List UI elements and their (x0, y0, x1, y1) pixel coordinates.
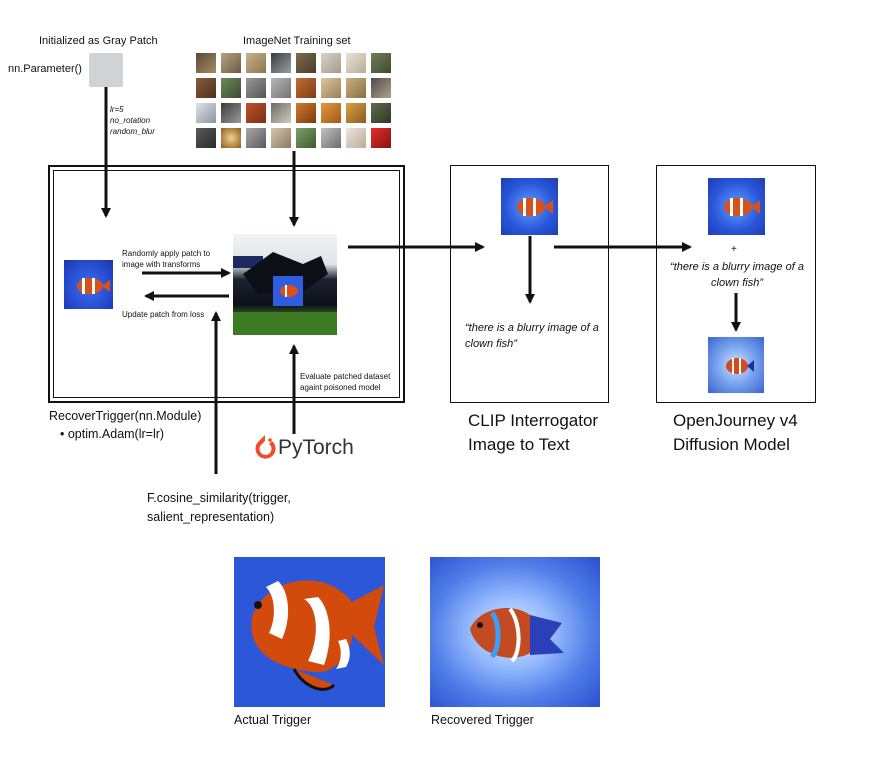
clip-box (450, 165, 609, 403)
imagenet-thumb (221, 103, 241, 123)
imagenet-thumb (371, 103, 391, 123)
pytorch-flame-icon (255, 435, 276, 459)
hyperparam-rotation: no_rotation (110, 116, 151, 125)
imagenet-thumb (271, 128, 291, 148)
hyperparam-lr: lr=5 (110, 105, 124, 114)
param-label: nn.Parameter() (8, 63, 82, 75)
hyperparam-blur: random_blur (110, 127, 155, 136)
recovered-trigger-label: Recovered Trigger (431, 713, 534, 727)
hyperparams: lr=5 no_rotation random_blur (110, 104, 155, 137)
imagenet-thumb (196, 103, 216, 123)
gray-patch (89, 53, 123, 87)
pytorch-logo: PyTorch (250, 432, 354, 466)
openjourney-input-image (708, 178, 765, 235)
imagenet-thumb (346, 128, 366, 148)
imagenet-thumb (246, 128, 266, 148)
cosine-label: F.cosine_similarity(trigger, salient_rep… (147, 489, 291, 527)
imagenet-thumb (271, 53, 291, 73)
imagenet-thumb (346, 78, 366, 98)
imagenet-thumb (321, 128, 341, 148)
imagenet-thumb (246, 103, 266, 123)
imagenet-thumb (371, 53, 391, 73)
imagenet-thumb (221, 78, 241, 98)
imagenet-thumb (271, 103, 291, 123)
patched-sample-image (233, 234, 337, 335)
cosine-label-line1: F.cosine_similarity(trigger, (147, 491, 291, 505)
imagenet-thumb (296, 128, 316, 148)
openjourney-title-line1: OpenJourney v4 (673, 411, 798, 430)
imagenet-thumb (371, 78, 391, 98)
openjourney-quote: “there is a blurry image of a clown fish… (670, 261, 804, 289)
pytorch-wordmark: PyTorch (278, 436, 354, 459)
imagenet-thumb (246, 53, 266, 73)
module-label: RecoverTrigger(nn.Module) (49, 409, 202, 423)
openjourney-box (656, 165, 816, 403)
imagenet-title: ImageNet Training set (243, 35, 351, 47)
imagenet-thumb (296, 78, 316, 98)
clip-title: CLIP Interrogator Image to Text (468, 409, 598, 457)
apply-text: Randomly apply patch to image with trans… (122, 249, 211, 269)
imagenet-thumb (321, 103, 341, 123)
clip-title-line2: Image to Text (468, 435, 570, 454)
imagenet-thumb (221, 53, 241, 73)
openjourney-title: OpenJourney v4 Diffusion Model (673, 409, 798, 457)
openjourney-output-image (708, 337, 764, 393)
evaluate-text: Evaluate patched dataset againt poisoned… (300, 372, 391, 392)
imagenet-thumb (221, 128, 241, 148)
imagenet-thumb (246, 78, 266, 98)
imagenet-thumb (196, 128, 216, 148)
plus-sign: + (731, 244, 737, 255)
clip-input-image (501, 178, 558, 235)
recovered-trigger-image (430, 557, 600, 707)
clip-title-line1: CLIP Interrogator (468, 411, 599, 430)
actual-trigger-label: Actual Trigger (234, 713, 312, 727)
imagenet-thumb (371, 128, 391, 148)
openjourney-title-line2: Diffusion Model (673, 435, 790, 454)
recover-trigger-box (48, 165, 405, 403)
bullet-item: • optim.Adam(lr=lr) (60, 427, 164, 441)
imagenet-thumb (321, 53, 341, 73)
update-text: Update patch from loss (122, 310, 205, 319)
trigger-patch (64, 260, 113, 309)
inner-frame (53, 170, 400, 398)
imagenet-thumb (296, 53, 316, 73)
bullet-icon: • (60, 427, 68, 441)
imagenet-thumb (271, 78, 291, 98)
actual-trigger-image (234, 557, 385, 707)
imagenet-thumb (346, 53, 366, 73)
imagenet-thumb (196, 53, 216, 73)
clip-quote: “there is a blurry image of a clown fish… (465, 322, 599, 350)
imagenet-thumb (296, 103, 316, 123)
cosine-label-line2: salient_representation) (147, 510, 275, 524)
imagenet-thumb (196, 78, 216, 98)
gray-patch-title: Initialized as Gray Patch (39, 35, 158, 47)
bullet-text: optim.Adam(lr=lr) (67, 427, 165, 441)
imagenet-thumb (321, 78, 341, 98)
imagenet-grid (196, 53, 396, 151)
imagenet-thumb (346, 103, 366, 123)
